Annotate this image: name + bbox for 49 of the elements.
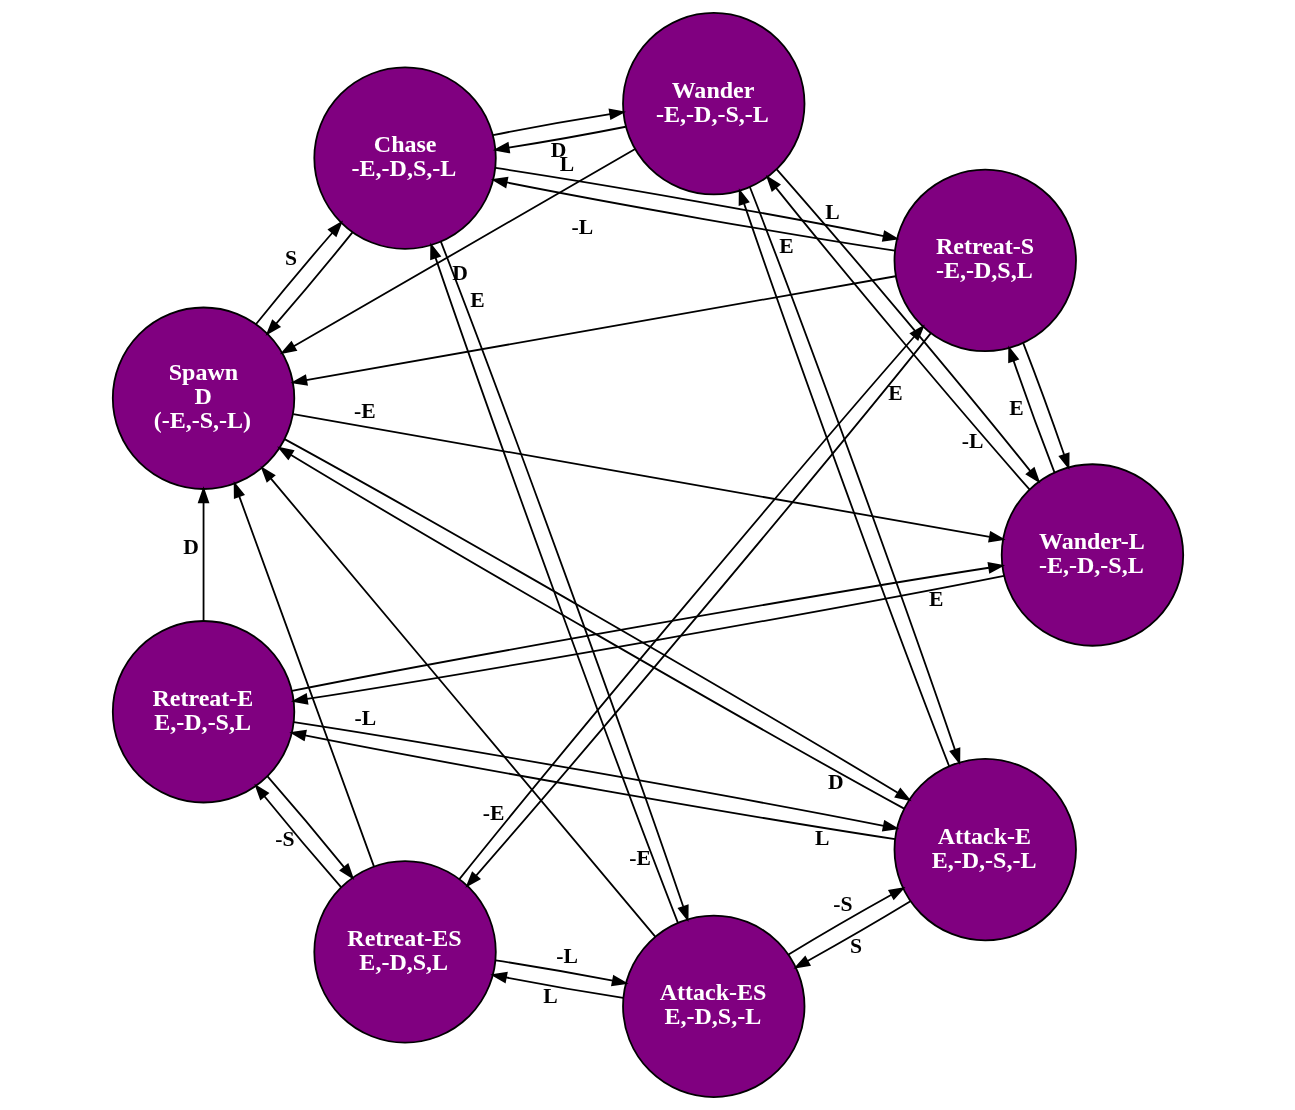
arrow [254,220,343,325]
arrow [491,108,626,136]
node-circle: Wander -E,-D,-S,-L [621,12,805,196]
arrow [290,562,1005,692]
arrow [288,729,896,841]
arrow [290,574,1005,705]
edge-label: -L [571,215,593,240]
arrow [292,721,899,832]
arrow [265,231,353,336]
arrow [489,971,624,999]
node-circle: Chase -E,-D,S,-L [312,66,497,250]
edge-label: L [824,199,840,224]
edge-label: -L [555,943,578,968]
edge-label: L [542,984,558,1009]
edge-label: -S [832,892,853,917]
edge-label: L [814,825,830,850]
arrow [291,413,1006,543]
arrow [253,783,342,889]
arrow [266,775,354,880]
edge-label: -L [961,429,983,454]
edge-label: E [469,288,485,313]
node-circle: Attack-ES E,-D,S,-L [621,914,805,1098]
edge-label: S [849,933,862,958]
edge-label: -E [353,399,376,424]
edge-label: E [778,233,794,258]
edge-label: D [827,770,844,795]
arrow [787,887,906,956]
arrow [259,466,656,938]
arrow [494,959,629,987]
edge-label: D [182,534,199,559]
arrow [233,481,375,868]
edge-label: S [284,245,297,270]
arrow [494,167,899,242]
arrow [792,900,911,969]
arrow [492,125,627,154]
arrow [1021,342,1069,470]
edge-label: -E [482,801,504,826]
edge-label: E [1008,395,1024,420]
node-circle: Retreat-S -E,-D,S,L [893,168,1077,353]
arrow [197,486,209,622]
arrow [279,148,636,355]
arrow [289,275,896,386]
edge-label: E [887,381,903,406]
edge-label: -E [628,846,651,871]
edge-label: E [928,586,943,611]
edge-label: -S [274,827,295,852]
arrow [490,176,896,252]
edge-label: -L [353,705,376,730]
arrow [1007,345,1055,474]
